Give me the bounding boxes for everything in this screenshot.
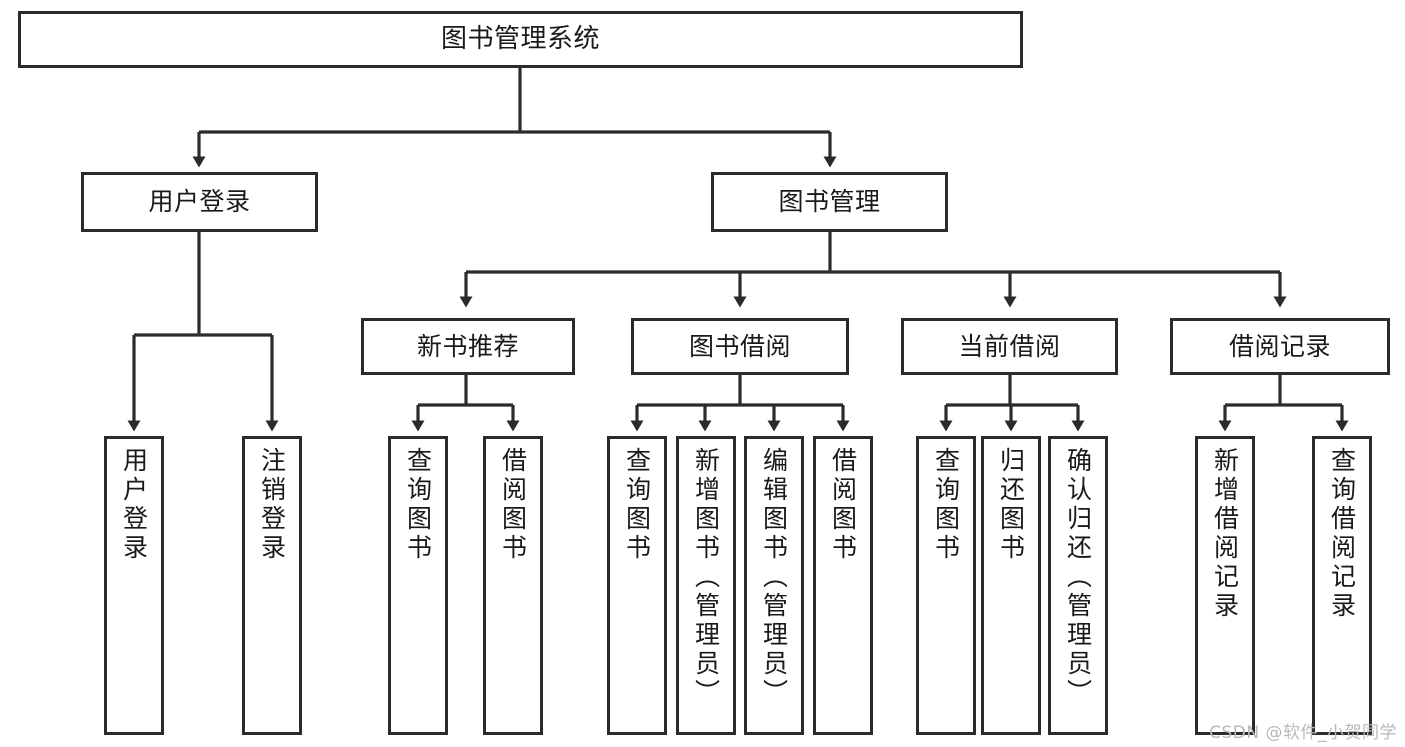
node-label: 新书推荐 <box>416 331 519 361</box>
leaf-logout[interactable]: 注销登录 <box>242 436 302 735</box>
node-label: 确认归还（管理员） <box>1063 447 1093 708</box>
node-label: 归还图书 <box>996 447 1026 563</box>
leaf-return-book[interactable]: 归还图书 <box>981 436 1041 735</box>
leaf-query-book-borrow[interactable]: 查询图书 <box>607 436 667 735</box>
leaf-borrow-book-new[interactable]: 借阅图书 <box>483 436 543 735</box>
node-label: 查询图书 <box>931 447 961 563</box>
node-book-management[interactable]: 图书管理 <box>711 172 948 232</box>
leaf-add-borrow-record[interactable]: 新增借阅记录 <box>1195 436 1255 735</box>
node-label: 新增图书（管理员） <box>691 447 721 708</box>
node-label: 当前借阅 <box>958 331 1061 361</box>
node-book-borrow[interactable]: 图书借阅 <box>631 318 849 375</box>
node-label: 图书借阅 <box>688 331 791 361</box>
node-label: 借阅图书 <box>828 447 858 563</box>
node-new-book-recommend[interactable]: 新书推荐 <box>361 318 575 375</box>
node-label: 图书管理系统 <box>440 24 600 55</box>
node-root-book-management-system[interactable]: 图书管理系统 <box>18 11 1023 68</box>
node-label: 编辑图书（管理员） <box>759 447 789 708</box>
leaf-borrow-book[interactable]: 借阅图书 <box>813 436 873 735</box>
node-label: 图书管理 <box>778 187 881 217</box>
node-label: 用户登录 <box>119 447 149 563</box>
node-label: 借阅图书 <box>498 447 528 563</box>
leaf-add-book-admin[interactable]: 新增图书（管理员） <box>676 436 736 735</box>
leaf-user-login[interactable]: 用户登录 <box>104 436 164 735</box>
leaf-query-book-new[interactable]: 查询图书 <box>388 436 448 735</box>
node-label: 注销登录 <box>257 447 287 563</box>
node-label: 查询图书 <box>403 447 433 563</box>
node-label: 用户登录 <box>148 187 251 217</box>
leaf-query-book-current[interactable]: 查询图书 <box>916 436 976 735</box>
node-current-borrow[interactable]: 当前借阅 <box>901 318 1118 375</box>
node-borrow-record[interactable]: 借阅记录 <box>1170 318 1390 375</box>
node-label: 查询借阅记录 <box>1327 447 1357 621</box>
leaf-edit-book-admin[interactable]: 编辑图书（管理员） <box>744 436 804 735</box>
node-user-login[interactable]: 用户登录 <box>81 172 318 232</box>
node-label: 借阅记录 <box>1228 331 1331 361</box>
leaf-confirm-return-admin[interactable]: 确认归还（管理员） <box>1048 436 1108 735</box>
csdn-watermark: CSDN @软件_小贺同学 <box>1209 723 1397 743</box>
leaf-query-borrow-record[interactable]: 查询借阅记录 <box>1312 436 1372 735</box>
node-label: 查询图书 <box>622 447 652 563</box>
node-label: 新增借阅记录 <box>1210 447 1240 621</box>
